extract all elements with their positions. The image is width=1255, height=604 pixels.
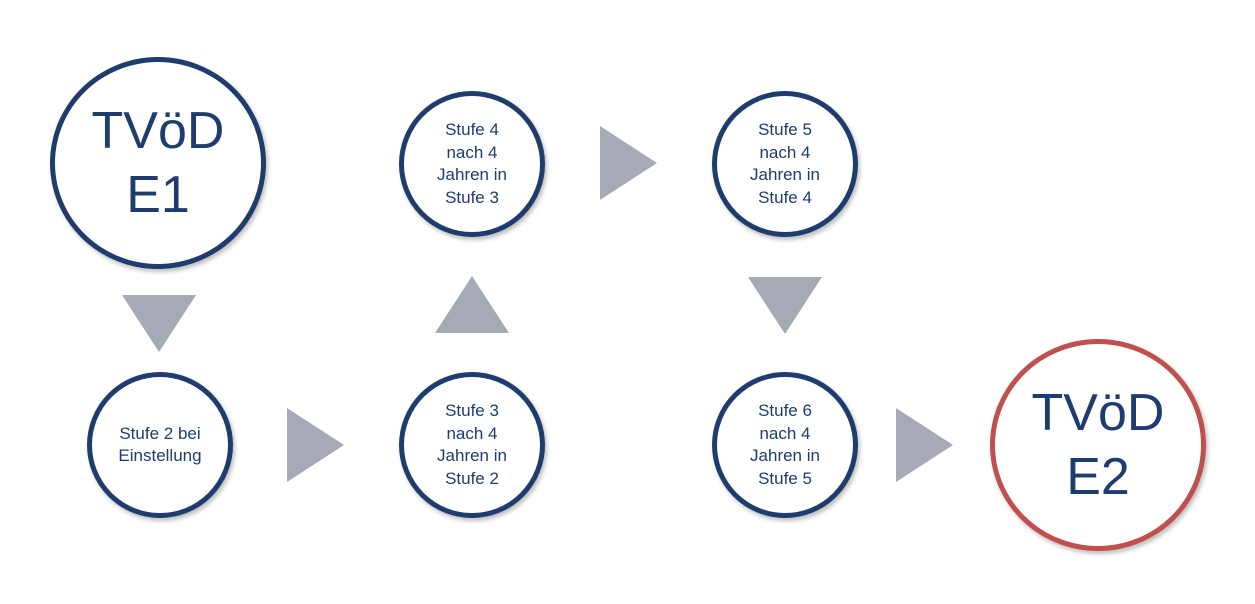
arrow-down-icon bbox=[122, 295, 196, 352]
node-stufe-4-label: Stufe 4 nach 4 Jahren in Stufe 3 bbox=[437, 120, 507, 207]
node-stufe-5-label: Stufe 5 nach 4 Jahren in Stufe 4 bbox=[750, 120, 820, 207]
arrow-right-icon bbox=[896, 408, 953, 482]
node-stufe-5: Stufe 5 nach 4 Jahren in Stufe 4 bbox=[712, 91, 858, 237]
node-stufe-3-label: Stufe 3 nach 4 Jahren in Stufe 2 bbox=[437, 401, 507, 488]
node-stufe-6: Stufe 6 nach 4 Jahren in Stufe 5 bbox=[712, 372, 858, 518]
node-stufe-3: Stufe 3 nach 4 Jahren in Stufe 2 bbox=[399, 372, 545, 518]
node-stufe-2-label: Stufe 2 bei Einstellung bbox=[118, 423, 202, 466]
node-tvoed-e2: TVöD E2 bbox=[990, 339, 1206, 551]
arrow-up-icon bbox=[435, 276, 509, 333]
node-tvoed-e1: TVöD E1 bbox=[50, 57, 266, 269]
node-tvoed-e1-label: TVöD E1 bbox=[91, 102, 225, 224]
arrow-down-icon bbox=[748, 277, 822, 334]
node-tvoed-e2-label: TVöD E2 bbox=[1031, 384, 1165, 506]
node-stufe-2: Stufe 2 bei Einstellung bbox=[87, 372, 233, 518]
node-stufe-6-label: Stufe 6 nach 4 Jahren in Stufe 5 bbox=[750, 401, 820, 488]
node-stufe-4: Stufe 4 nach 4 Jahren in Stufe 3 bbox=[399, 91, 545, 237]
arrow-right-icon bbox=[600, 126, 657, 200]
arrow-right-icon bbox=[287, 408, 344, 482]
